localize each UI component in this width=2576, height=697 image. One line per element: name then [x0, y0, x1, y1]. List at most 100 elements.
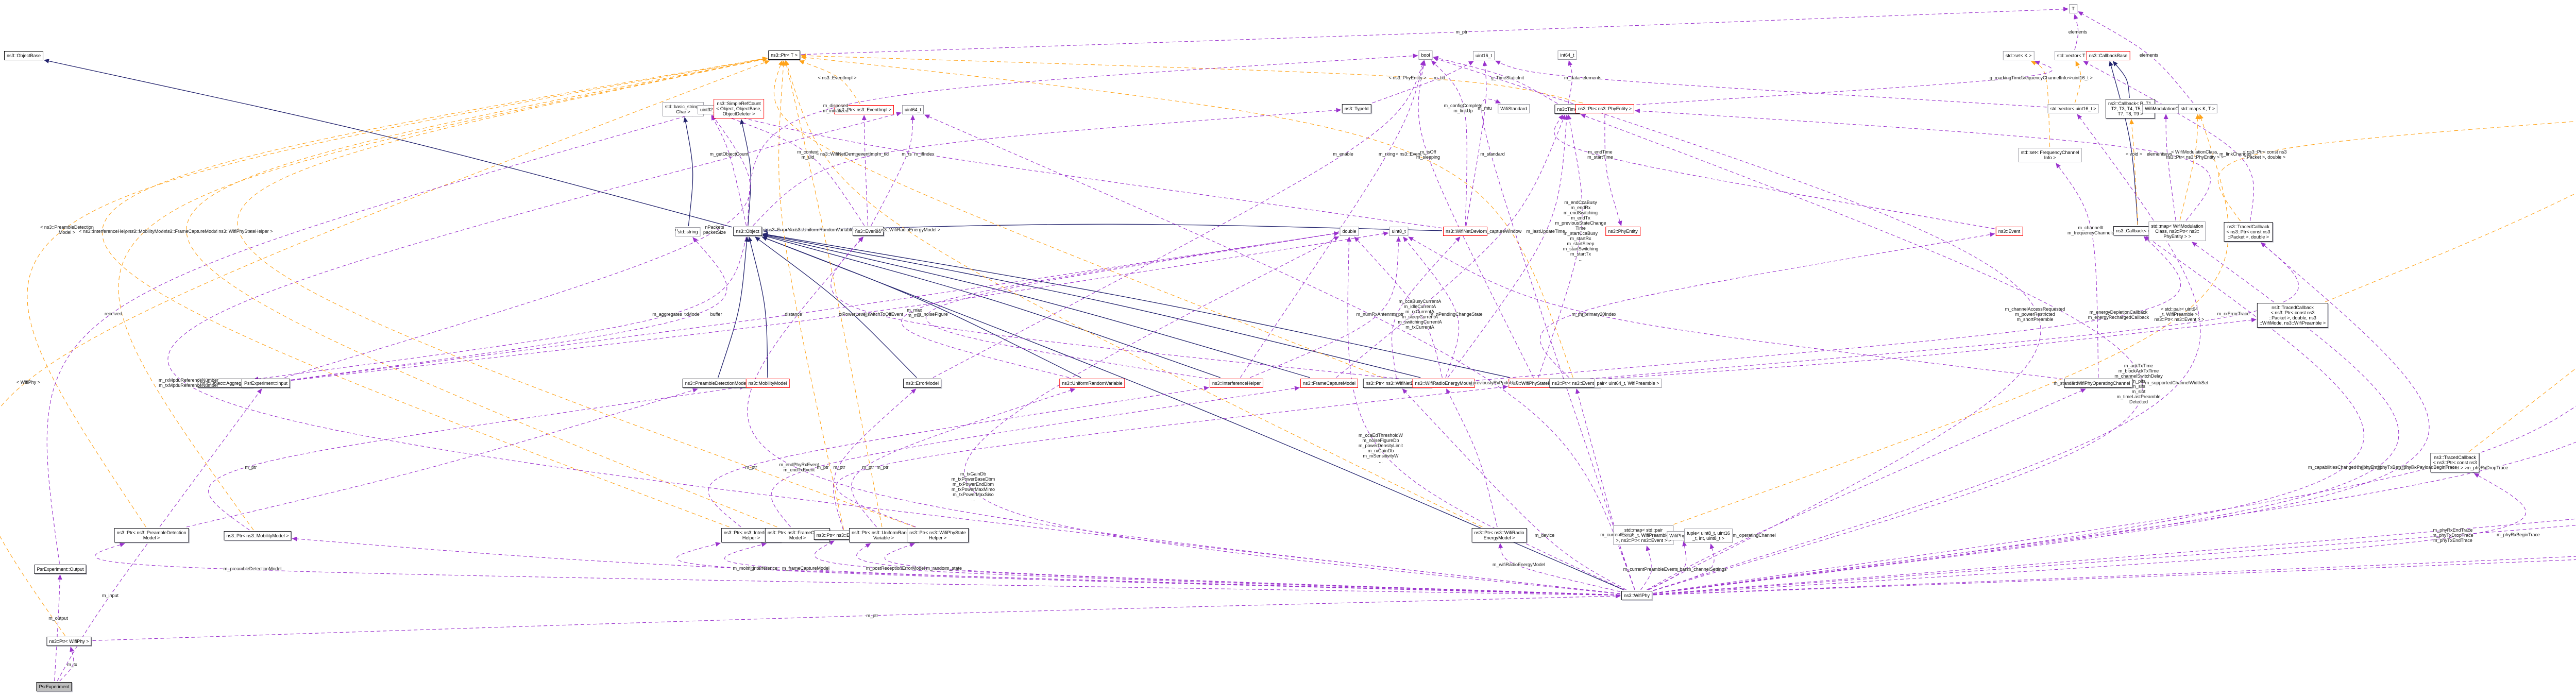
class-node-uint16[interactable]: uint16_t [1472, 51, 1495, 60]
class-node-label: ::Packet > > [2442, 465, 2468, 470]
edge-string-to-basic-string [683, 117, 693, 227]
class-node-error-model[interactable]: ns3::ErrorModel [903, 379, 942, 388]
class-node-object-base[interactable]: ns3::ObjectBase [4, 51, 44, 60]
class-node-callback-base[interactable]: ns3::CallbackBase [2086, 51, 2130, 60]
class-node-ptr-phy-entity[interactable]: ns3::Ptr< ns3::PhyEntity > [1575, 104, 1635, 113]
class-node-event[interactable]: ns3::Event [1995, 227, 2023, 236]
class-node-label: ::WifiMode, ns3::WifiPreamble > [2259, 320, 2326, 326]
class-node-frame-capture-model[interactable]: ns3::FrameCaptureModel [1300, 379, 1359, 388]
edge-wifi-net-device-to-uint32 [720, 111, 1443, 229]
class-node-simple-ref-count[interactable]: ns3::SimpleRefCount< Object, ObjectBase,… [714, 99, 764, 118]
class-node-label: PsrExperiment [39, 684, 70, 689]
class-node-uint8[interactable]: uint8_t [1389, 227, 1409, 236]
class-node-tc-pkt[interactable]: ns3::TracedCallback< ns3::Ptr< const ns3… [2430, 453, 2480, 472]
edge-interference-helper-to-object [762, 234, 1221, 378]
class-node-string[interactable]: std::string [675, 227, 701, 236]
class-node-map-preamble-events[interactable]: std::map< std::pair< uint64_t, WifiPream… [1613, 525, 1674, 545]
class-node-uint64[interactable]: uint64_t [902, 105, 924, 114]
edge-wifi-phy-state-helper-to-tc-pkt-double [1565, 242, 2299, 381]
edge-wifi-phy-to-ptr-error-model [814, 540, 1621, 596]
class-node-label: ns3::Ptr< ns3::PhyEntity > [1578, 106, 1632, 111]
class-node-wifi-standard[interactable]: WifiStandard [1498, 104, 1530, 113]
class-node-ptr-event[interactable]: ns3::Ptr< ns3::Event > [1549, 379, 1601, 388]
class-node-psr-experiment[interactable]: PsrExperiment [36, 682, 72, 691]
class-node-preamble-detection-model[interactable]: ns3::PreambleDetectionModel [682, 379, 750, 388]
class-node-tuple[interactable]: tuple< uint8_t, uint16_t, int, uint8_t > [1684, 529, 1733, 543]
class-node-int64[interactable]: int64_t [1557, 50, 1577, 60]
edge-ptr-interference-to-ptr-t [101, 56, 768, 528]
class-node-operating-channel[interactable]: ns3::WifiPhyOperatingChannel [2064, 379, 2133, 388]
class-node-wifi-radio-energy-model[interactable]: ns3::WifiRadioEnergyModel [1412, 379, 1475, 388]
class-node-label: ns3::Ptr< ns3::WifiRadio [1474, 530, 1524, 535]
class-node-label: uint16_t [1475, 53, 1493, 58]
class-node-psr-output[interactable]: PsrExperiment::Output [34, 565, 87, 574]
edge-ptr-wifi-phy-to-wifi-phy [92, 593, 1621, 641]
edge-wifi-phy-to-vector-uint16 [1653, 114, 2201, 591]
class-node-label: pair< uint64_t, WifiPreamble > [1597, 381, 1659, 386]
class-node-label: Helper > [928, 535, 947, 540]
class-node-label: >, ns3::Ptr< ns3::Event > > [1616, 538, 1671, 543]
class-node-type-id[interactable]: ns3::TypeId [1342, 104, 1371, 113]
class-node-double[interactable]: double [1340, 227, 1359, 236]
class-node-set-k[interactable]: std::set< K > [2003, 51, 2035, 60]
class-node-callback-r[interactable]: ns3::Callback< R, T1,T2, T3, T4, T5, T6,… [2105, 99, 2156, 118]
edge-tc-pkt-to-traced-callback-ts [2468, 368, 2576, 452]
class-node-label: uint8_t [1392, 229, 1406, 234]
class-node-wifi-phy[interactable]: ns3::WifiPhy [1621, 591, 1653, 600]
class-node-label: Model > [143, 535, 160, 540]
class-node-tc-pkt-double[interactable]: ns3::TracedCallback< ns3::Ptr< const ns3… [2224, 222, 2273, 242]
edge-ptr-interference-to-interference-helper [708, 386, 1209, 528]
class-node-t[interactable]: T [2069, 4, 2077, 13]
edge-psr-input-to-double [291, 231, 1340, 381]
class-node-label: ns3::MobilityModel [748, 381, 787, 386]
class-node-label: ns3::Ptr< ns3::PreambleDetection [116, 530, 187, 535]
edge-ptr-error-model-to-error-model [833, 388, 917, 530]
class-node-ptr-event-impl[interactable]: ns3::Ptr< ns3::EventImpl > [834, 105, 894, 114]
edge-object-to-simple-ref-count [740, 119, 751, 226]
edge-ptr-wifi-net-device-to-ptr-t [773, 60, 1383, 378]
class-node-object[interactable]: ns3::Object [733, 227, 762, 236]
edge-time-to-bool [1433, 56, 1558, 104]
edge-wifi-phy-to-tuple [1653, 543, 1715, 591]
edge-tc-pkt-double-to-vector-t [2083, 61, 2254, 222]
edge-mobility-model-to-object [748, 236, 768, 378]
class-node-interference-helper[interactable]: ns3::InterferenceHelper [1209, 379, 1264, 388]
class-node-label: std::map< K, T > [2180, 106, 2215, 111]
class-node-phy-entity[interactable]: ns3::PhyEntity [1605, 227, 1640, 236]
edge-ptr-wifi-phy-to-ptr-t [0, 60, 770, 636]
edge-frame-capture-model-to-object [762, 233, 1310, 378]
edge-vector-uint16-to-vector-t [2074, 61, 2081, 104]
class-node-mobility-model[interactable]: ns3::MobilityModel [745, 379, 790, 388]
class-node-ptr-mobility[interactable]: ns3::Ptr< ns3::MobilityModel > [224, 531, 292, 540]
class-node-label: Char > [676, 109, 690, 114]
edge-wifi-radio-energy-model-to-uint8 [1403, 236, 1460, 378]
edge-ptr-random-to-ptr-t [784, 60, 883, 528]
class-node-label: ns3::Ptr< ns3::EventImpl > [836, 107, 892, 112]
class-node-tc-rxok[interactable]: ns3::TracedCallback< ns3::Ptr< const ns3… [2257, 303, 2329, 328]
class-node-map-k-t[interactable]: std::map< K, T > [2178, 104, 2218, 113]
class-node-psr-input[interactable]: PsrExperiment::Input [241, 379, 291, 388]
edge-wifi-phy-to-double [964, 236, 1621, 594]
class-node-ptr-wifi-phy[interactable]: ns3::Ptr< WifiPhy > [46, 637, 92, 646]
class-node-label: ObjectDeleter > [722, 111, 755, 116]
edge-map-k-t-to-t [2078, 11, 2194, 104]
class-node-pair-uint64[interactable]: pair< uint64_t, WifiPreamble > [1594, 379, 1662, 388]
class-node-label: uint32_t [700, 107, 717, 112]
class-node-event-id[interactable]: ns3::EventId [852, 227, 884, 236]
class-node-uniform-random-variable[interactable]: ns3::UniformRandomVariable [1059, 379, 1125, 388]
class-node-label: ns3::Ptr< ns3::Interference [723, 530, 779, 535]
edge-wifi-phy-to-ptr-preamble [95, 542, 1621, 596]
class-node-wifi-net-device[interactable]: ns3::WifiNetDevice [1443, 227, 1488, 236]
class-node-bool[interactable]: bool [1418, 50, 1433, 60]
class-node-ptr-t[interactable]: ns3::Ptr< T > [768, 50, 800, 60]
class-node-label: ns3::Time [1557, 107, 1578, 112]
edge-callback-void-to-callback-r [2129, 119, 2138, 226]
class-node-vector-uint16[interactable]: std::vector< uint16_t > [2047, 104, 2099, 113]
edge-wifi-phy-to-tc-sniff-tx [1653, 559, 2576, 596]
